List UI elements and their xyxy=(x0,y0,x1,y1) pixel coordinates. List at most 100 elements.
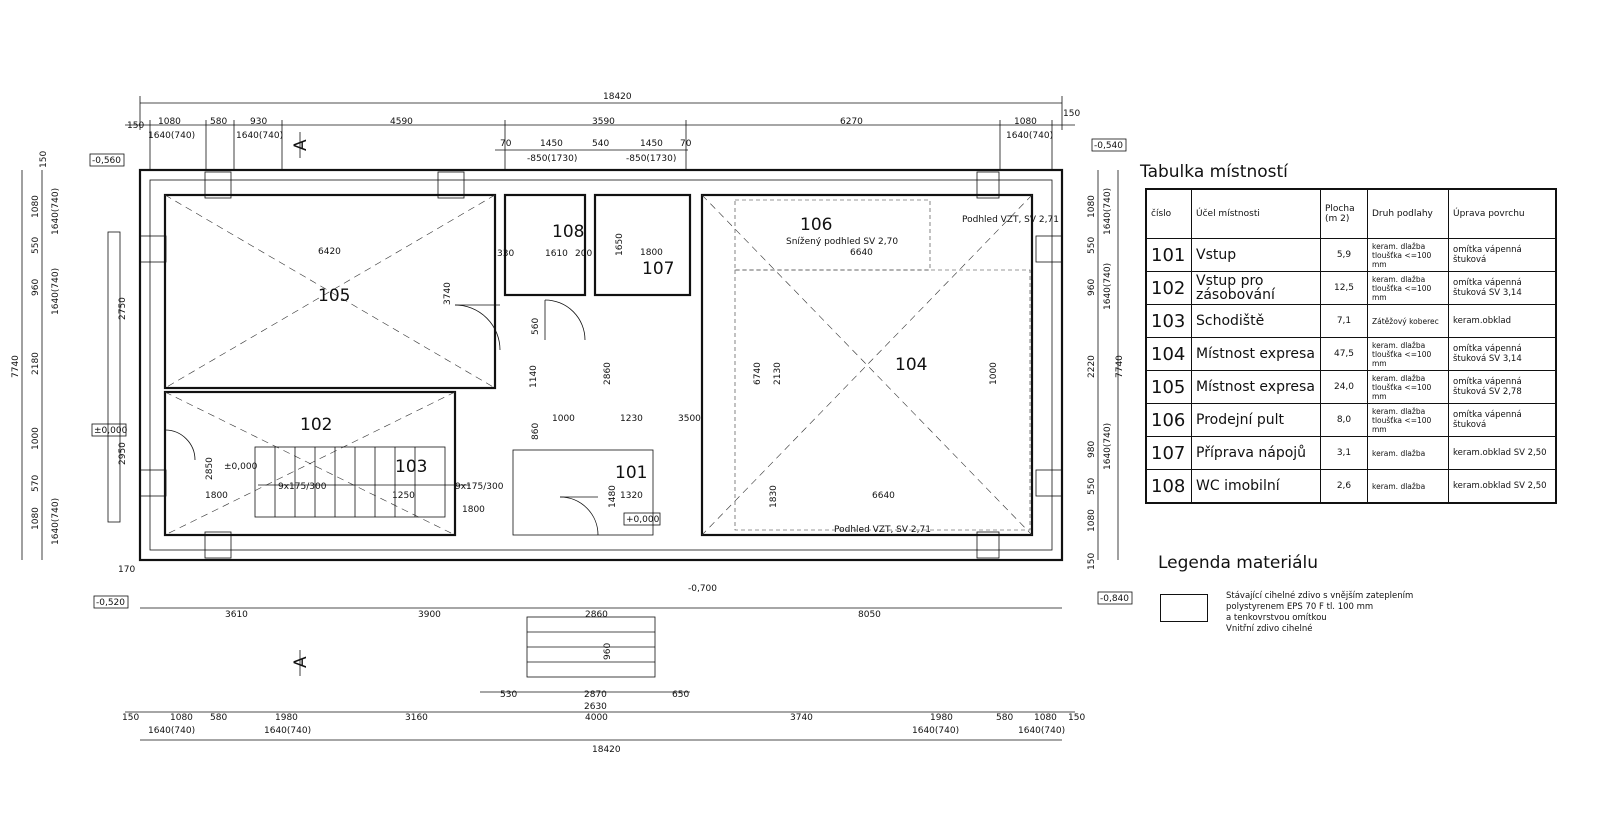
cell-floor: keram. dlažba tloušťka <=100 mm xyxy=(1367,403,1449,437)
cell-name: Prodejní pult xyxy=(1191,403,1321,437)
dim-bottom: 3900 xyxy=(418,610,441,620)
cell-wall: omítka vápenná štuková SV 3,14 xyxy=(1448,271,1557,305)
dim-bottom: 1080 xyxy=(1034,713,1057,723)
dim-inner: 1800 xyxy=(205,491,228,501)
dim-inner: 1800 xyxy=(640,248,663,258)
header-number: číslo xyxy=(1145,188,1192,239)
dim-inner: 9x175/300 xyxy=(455,482,504,492)
cell-name: Místnost expresa xyxy=(1191,370,1321,404)
dim-inner: 1230 xyxy=(620,414,643,424)
dim-bottom: 2860 xyxy=(585,610,608,620)
dim-left: 2950 xyxy=(118,442,128,465)
cell-area: 8,0 xyxy=(1320,403,1368,437)
dim-inner: 2860 xyxy=(603,362,613,385)
dim-inner: 1610 xyxy=(545,249,568,259)
dim-inner: 6640 xyxy=(850,248,873,258)
table-header-row: číslo Účel místnosti Plocha (m 2) Druh p… xyxy=(1145,188,1557,239)
dim-inner: 6640 xyxy=(872,491,895,501)
dim-left: 1080 xyxy=(31,507,41,530)
room-label-105: 105 xyxy=(318,286,350,306)
cell-number: 105 xyxy=(1145,370,1192,404)
dim-inner: 330 xyxy=(497,249,514,259)
dim-left: 7740 xyxy=(11,355,21,378)
dim-bottom-sub: 1640(740) xyxy=(264,726,311,736)
dim-inner: 3740 xyxy=(443,282,453,305)
dim-inner: 9x175/300 xyxy=(278,482,327,492)
side-dimensions: 7740 150 1080 550 960 2180 1000 570 1080… xyxy=(11,151,1125,575)
dim-left: 550 xyxy=(31,237,41,254)
legend-swatch xyxy=(1160,594,1208,622)
dim-left: 170 xyxy=(118,565,135,575)
dim-top-sub: -850(1730) xyxy=(527,154,577,164)
cell-floor: keram. dlažba tloušťka <=100 mm xyxy=(1367,271,1449,305)
dim-stair: 960 xyxy=(603,643,613,660)
dim-inner: 1320 xyxy=(620,491,643,501)
cell-area: 47,5 xyxy=(1320,337,1368,371)
cell-wall: omítka vápenná štuková xyxy=(1448,238,1557,272)
cell-area: 7,1 xyxy=(1320,304,1368,338)
dim-left: 960 xyxy=(31,279,41,296)
dim-left-sub: 1640(740) xyxy=(51,188,61,235)
cell-wall: keram.obklad xyxy=(1448,304,1557,338)
dim-top: 1080 xyxy=(1014,117,1037,127)
cell-floor: keram. dlažba tloušťka <=100 mm xyxy=(1367,370,1449,404)
dim-bottom: 4000 xyxy=(585,713,608,723)
dim-inner: 1250 xyxy=(392,491,415,501)
level-mark: ±0,000 xyxy=(94,426,128,436)
dim-right: 550 xyxy=(1087,478,1097,495)
cell-floor: keram. dlažba xyxy=(1367,436,1449,470)
section-markers: A A xyxy=(291,132,311,676)
dim-top: 6270 xyxy=(840,117,863,127)
table-row: 107 Příprava nápojů 3,1 keram. dlažba ke… xyxy=(1145,436,1557,470)
level-mark: -0,520 xyxy=(96,598,125,608)
dim-top: 70 xyxy=(500,139,512,149)
dim-inner: 860 xyxy=(531,423,541,440)
dim-inner: 1480 xyxy=(608,485,618,508)
cell-wall: omítka vápenná štuková xyxy=(1448,403,1557,437)
dim-top-sub: 1640(740) xyxy=(148,131,195,141)
dim-inner: 2130 xyxy=(773,362,783,385)
dim-top: 70 xyxy=(680,139,692,149)
dim-bottom: 1980 xyxy=(275,713,298,723)
top-dimension-chain: 18420 150 1080 580 930 4590 3590 6270 10… xyxy=(125,92,1080,170)
legend-text: Stávající cihelné zdivo s vnějším zatepl… xyxy=(1226,591,1496,635)
table-row: 101 Vstup 5,9 keram. dlažba tloušťka <=1… xyxy=(1145,238,1557,272)
room-label-108: 108 xyxy=(552,222,584,242)
dim-bottom: 580 xyxy=(210,713,227,723)
cell-area: 24,0 xyxy=(1320,370,1368,404)
dim-inner: 1830 xyxy=(769,485,779,508)
dim-stair: 650 xyxy=(672,690,689,700)
dim-left: 2750 xyxy=(118,297,128,320)
dim-top: 930 xyxy=(250,117,267,127)
dim-top: 580 xyxy=(210,117,227,127)
cell-number: 104 xyxy=(1145,337,1192,371)
dim-stair: 2870 xyxy=(584,690,607,700)
dim-right-sub: 1640(740) xyxy=(1103,263,1113,310)
dim-stair: 530 xyxy=(500,690,517,700)
table-row: 106 Prodejní pult 8,0 keram. dlažba tlou… xyxy=(1145,403,1557,437)
section-marker-top: A xyxy=(291,139,311,151)
dim-inner: 2850 xyxy=(205,457,215,480)
building-walls xyxy=(107,168,1064,678)
dim-bottom: 150 xyxy=(1068,713,1085,723)
room-labels: 105 102 103 108 107 106 104 101 xyxy=(300,215,927,483)
inner-dimensions: 6420 3740 1610 200 1650 1800 6640 6640 2… xyxy=(205,215,1059,535)
level-mark: -0,700 xyxy=(688,584,717,594)
dim-left: 1000 xyxy=(31,427,41,450)
dim-inner: 6420 xyxy=(318,247,341,257)
rooms-table-title: Tabulka místností xyxy=(1140,162,1288,182)
annotation-ceiling: Podhled VZT, SV 2,71 xyxy=(834,525,931,535)
dim-left: 1080 xyxy=(31,195,41,218)
dim-inner: 1000 xyxy=(989,362,999,385)
room-label-101: 101 xyxy=(615,463,647,483)
header-floor: Druh podlahy xyxy=(1367,188,1449,239)
legend-line: polystyrenem EPS 70 F tl. 100 mm xyxy=(1226,602,1374,612)
cell-wall: keram.obklad SV 2,50 xyxy=(1448,436,1557,470)
dim-bottom: 3160 xyxy=(405,713,428,723)
table-row: 108 WC imobilní 2,6 keram. dlažba keram.… xyxy=(1145,469,1557,504)
dim-top: 150 xyxy=(1063,109,1080,119)
room-label-104: 104 xyxy=(895,355,927,375)
dim-stair: 2630 xyxy=(584,702,607,712)
header-purpose: Účel místnosti xyxy=(1191,188,1321,239)
cell-name: Vstup pro zásobování xyxy=(1191,271,1321,305)
